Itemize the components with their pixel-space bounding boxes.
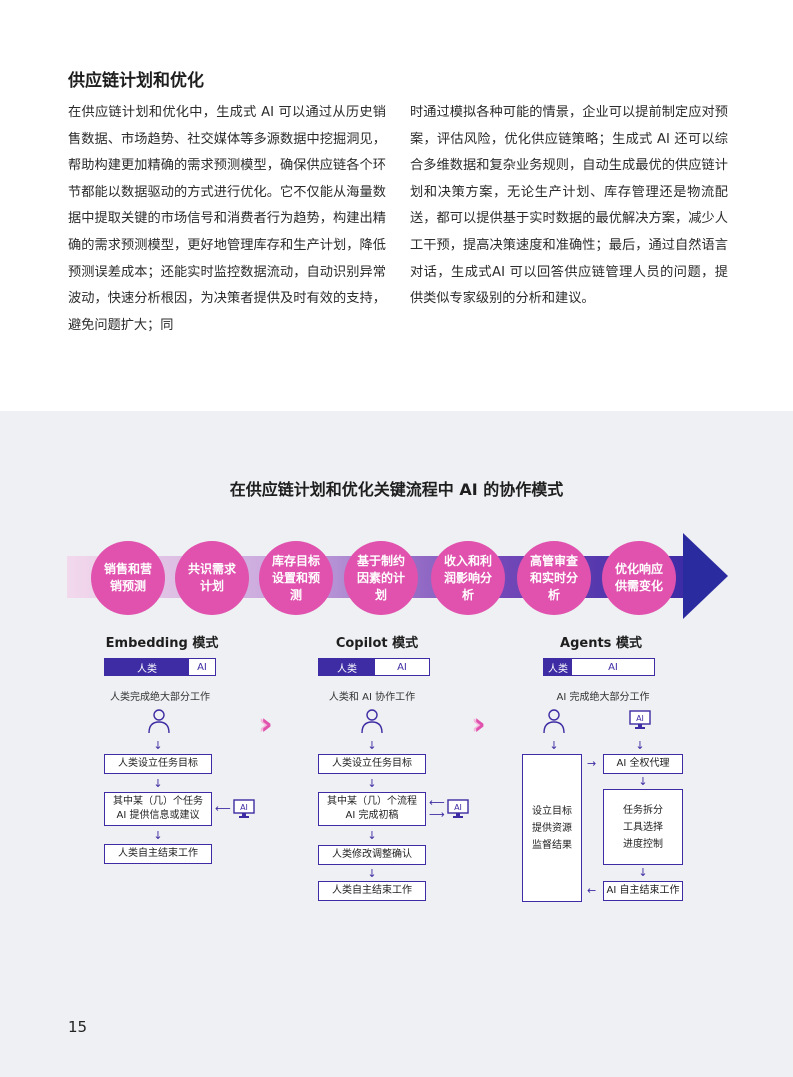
flow-box: 其中某（几）个流程 AI 完成初稿 xyxy=(318,792,426,826)
process-step: 基于制约因素的计划 xyxy=(344,541,418,615)
embedding-mode-title: Embedding 模式 xyxy=(105,636,219,651)
flow-box: 其中某（几）个任务 AI 提供信息或建议 xyxy=(104,792,212,826)
process-step: 高管审查和实时分析 xyxy=(517,541,591,615)
flow-box: 人类设立任务目标 xyxy=(318,754,426,774)
down-arrow-icon: ↓ xyxy=(638,866,648,879)
ai-share: AI xyxy=(397,661,407,673)
flow-box-line: 设立目标 xyxy=(532,805,572,817)
agents-mode-title: Agents 模式 xyxy=(560,636,642,651)
down-arrow-icon: ↓ xyxy=(367,829,377,842)
right-paragraph: 时通过模拟各种可能的情景，企业可以提前制定应对预案，评估风险，优化供应链策略；生… xyxy=(410,105,728,307)
ai-share: AI xyxy=(608,661,618,673)
down-arrow-icon: ↓ xyxy=(549,739,559,752)
section-title: 供应链计划和优化 xyxy=(68,71,204,91)
flow-box-line: 任务拆分 xyxy=(623,804,663,816)
flow-box-line: 其中某（几）个任务 xyxy=(113,796,203,807)
flow-box: 人类修改调整确认 xyxy=(318,845,426,865)
process-step: 共识需求计划 xyxy=(175,541,249,615)
process-step: 库存目标设置和预测 xyxy=(259,541,333,615)
copilot-mode-desc: 人类和 AI 协作工作 xyxy=(328,692,416,703)
flow-box-line: 提供资源 xyxy=(532,822,572,834)
down-arrow-icon: ↓ xyxy=(638,775,648,788)
embedding-mode-desc: 人类完成绝大部分工作 xyxy=(110,692,210,703)
left-column: 在供应链计划和优化中，生成式 AI 可以通过从历史销售数据、市场趋势、社交媒体等… xyxy=(68,100,386,339)
down-arrow-icon: ↓ xyxy=(367,739,377,752)
copilot-share-bar: 人类 AI xyxy=(318,658,430,676)
flow-box-line: AI 提供信息或建议 xyxy=(116,810,200,821)
flow-box-line: AI 完成初稿 xyxy=(345,810,399,821)
person-icon xyxy=(148,709,170,734)
diagram-background xyxy=(0,411,793,1077)
ai-icon-label: AI xyxy=(240,803,248,812)
right-arrow-icon: ⟶ xyxy=(429,808,445,821)
flow-box: 人类自主结束工作 xyxy=(104,844,212,864)
process-arrow-head xyxy=(683,533,728,619)
ai-computer-icon: AI xyxy=(233,799,255,818)
right-column: 时通过模拟各种可能的情景，企业可以提前制定应对预案，评估风险，优化供应链策略；生… xyxy=(410,100,728,313)
chevron-right-icon: ›› xyxy=(471,707,488,742)
agents-mode-desc: AI 完成绝大部分工作 xyxy=(556,692,650,703)
human-role-box: 设立目标 提供资源 监督结果 xyxy=(522,754,582,902)
flow-box: 人类自主结束工作 xyxy=(318,881,426,901)
left-arrow-icon: ⟵ xyxy=(215,802,231,815)
flow-box: AI 全权代理 xyxy=(603,754,683,774)
person-icon xyxy=(543,709,565,734)
flow-box: 任务拆分 工具选择 进度控制 xyxy=(603,789,683,865)
chevron-right-icon: ›› xyxy=(258,707,275,742)
ai-share: AI xyxy=(197,661,207,673)
process-step: 销售和营销预测 xyxy=(91,541,165,615)
copilot-mode-title: Copilot 模式 xyxy=(335,636,419,651)
human-share: 人类 xyxy=(544,659,572,675)
ai-computer-icon: AI xyxy=(447,799,469,818)
ai-computer-icon: AI xyxy=(629,710,651,729)
down-arrow-icon: ↓ xyxy=(635,739,645,752)
diagram-title: 在供应链计划和优化关键流程中 AI 的协作模式 xyxy=(229,480,564,499)
human-share: 人类 xyxy=(319,659,375,675)
down-arrow-icon: ↓ xyxy=(153,829,163,842)
flow-box: 人类设立任务目标 xyxy=(104,754,212,774)
flow-box-line: 进度控制 xyxy=(623,838,663,850)
flow-box: AI 自主结束工作 xyxy=(603,881,683,901)
down-arrow-icon: ↓ xyxy=(153,777,163,790)
human-share: 人类 xyxy=(105,659,189,675)
down-arrow-icon: ↓ xyxy=(367,867,377,880)
process-step: 优化响应供需变化 xyxy=(602,541,676,615)
ai-icon-label: AI xyxy=(454,803,462,812)
left-arrow-icon: ← xyxy=(587,884,597,897)
flow-box-line: 工具选择 xyxy=(623,821,663,833)
page-number: 15 xyxy=(68,1018,88,1036)
right-arrow-icon: → xyxy=(587,757,597,770)
process-step: 收入和利润影响分析 xyxy=(431,541,505,615)
person-icon xyxy=(361,709,383,734)
left-arrow-icon: ⟵ xyxy=(429,796,445,809)
agents-share-bar: 人类 AI xyxy=(543,658,655,676)
left-paragraph: 在供应链计划和优化中，生成式 AI 可以通过从历史销售数据、市场趋势、社交媒体等… xyxy=(68,105,386,333)
ai-icon-label: AI xyxy=(636,714,644,723)
down-arrow-icon: ↓ xyxy=(153,739,163,752)
embedding-share-bar: 人类 AI xyxy=(104,658,216,676)
flow-box-line: 监督结果 xyxy=(532,839,572,851)
down-arrow-icon: ↓ xyxy=(367,777,377,790)
flow-box-line: 其中某（几）个流程 xyxy=(327,796,417,807)
